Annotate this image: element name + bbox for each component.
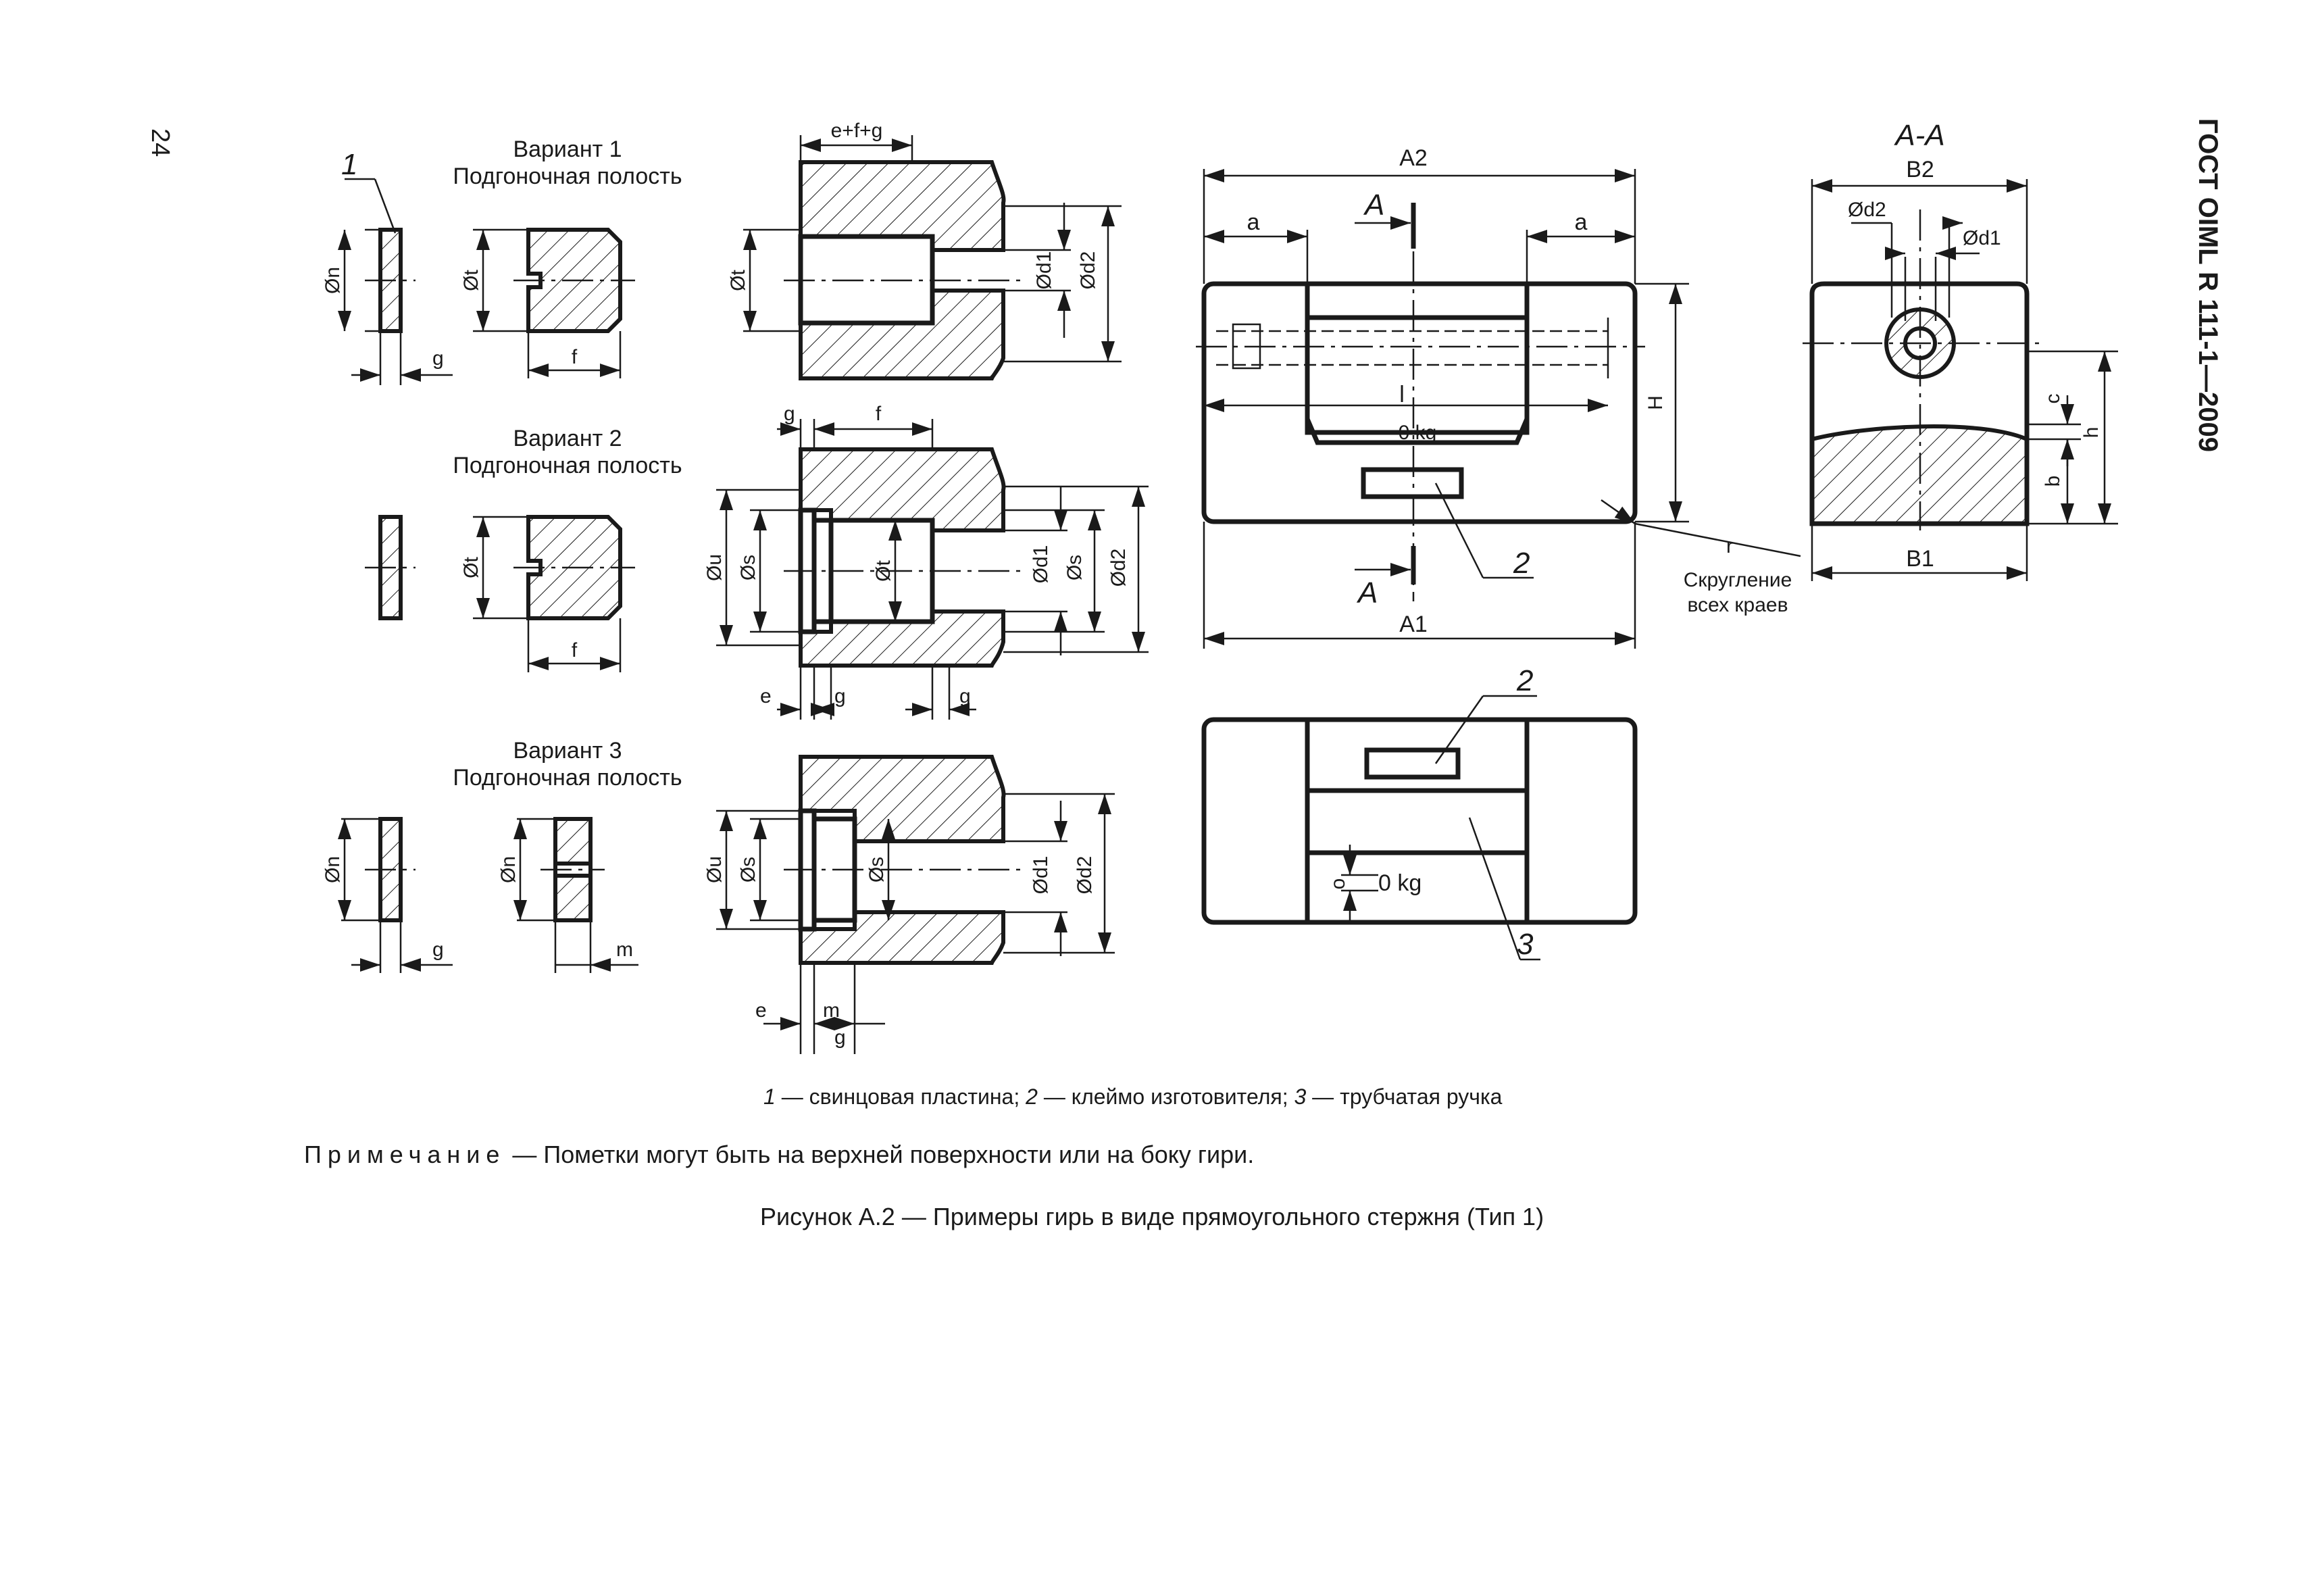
dim-l: l [1399, 382, 1405, 407]
dim-A1: A1 [1399, 612, 1428, 637]
dim-B1: B1 [1906, 546, 1934, 572]
dim-h-aa: h [2080, 427, 2103, 439]
dim-f-v2b: f [876, 403, 882, 425]
maker-mark-front [1361, 467, 1464, 499]
legend-t2: — клеймо изготовителя; [1037, 1084, 1294, 1109]
dim-s-v3b: Øs [865, 857, 888, 882]
body-section-bottom-v3 [799, 910, 1005, 965]
legend: 1 — свинцовая пластина; 2 — клеймо изгот… [763, 1084, 1502, 1109]
legend-t1: — свинцовая пластина; [775, 1084, 1026, 1109]
dim-B2: B2 [1906, 157, 1934, 182]
rounding-note-line1: Скругление [1684, 569, 1792, 591]
dim-n-v1a: Øn [322, 267, 344, 294]
dim-A2: A2 [1399, 145, 1428, 171]
dim-d2-v1: Ød2 [1077, 251, 1099, 290]
dim-d1-v1: Ød1 [1033, 251, 1055, 290]
body-section-top-v3 [799, 755, 1006, 843]
dim-m-v3b: m [823, 999, 840, 1022]
dim-efg: e+f+g [831, 120, 883, 142]
dim-g-v3a: g [432, 939, 444, 961]
body-section-bottom-v1 [799, 289, 1005, 380]
dim-a-right: a [1575, 209, 1588, 235]
variant-2-subtitle: Подгоночная полость [453, 453, 682, 478]
note-text: — Пометки могут быть на верхней поверхно… [505, 1141, 1255, 1168]
dim-t-v1a: Øt [460, 270, 482, 291]
dim-g-v2a: g [834, 685, 846, 707]
dim-t-v2a: Øt [460, 557, 482, 578]
maker-mark-top [1364, 747, 1461, 780]
variant-3-group: Вариант 3 Подгоночная полость Øn g Øn m … [322, 738, 1115, 1054]
legend-n3: 3 [1294, 1084, 1307, 1109]
dim-H: H [1644, 395, 1667, 410]
note: Примечание — Пометки могут быть на верхн… [304, 1141, 1254, 1169]
section-mark-top: A [1363, 189, 1384, 222]
rounding-note-line2: всех краев [1687, 594, 1788, 616]
front-view: A2 a a l 0 kg A A 2 H A1 [1196, 145, 1801, 649]
figure-caption: Рисунок А.2 — Примеры гирь в виде прямоу… [760, 1203, 1544, 1230]
dim-u-v3: Øu [703, 856, 726, 883]
dim-s-v2a: Øs [737, 555, 759, 580]
dim-s-v2b: Øs [1063, 555, 1086, 580]
dim-d1-aa: Ød1 [1963, 227, 2001, 249]
variant-2-group: Вариант 2 Подгоночная полость Øt f g f Ø… [365, 403, 1149, 720]
variant-1-subtitle: Подгоночная полость [453, 164, 682, 189]
callout-3: 3 [1517, 928, 1534, 961]
dim-b-aa: b [2042, 476, 2064, 487]
dim-t-v1b: Øt [727, 270, 749, 291]
section-a-a: A-A B2 Ød2 Ød1 h c b B1 [1803, 119, 2118, 581]
dim-e-v2: e [760, 685, 772, 707]
note-label: Примечание [304, 1141, 506, 1168]
variant-3-subtitle: Подгоночная полость [453, 765, 682, 791]
dim-d1-v3: Ød1 [1030, 856, 1052, 895]
dim-s-v3a: Øs [737, 857, 759, 882]
dim-d1-v2: Ød1 [1030, 545, 1052, 584]
dim-d2-v2: Ød2 [1107, 549, 1130, 587]
dim-a-left: a [1247, 209, 1260, 235]
variant-3-title: Вариант 3 [513, 738, 622, 764]
dim-c-aa: c [2042, 394, 2064, 404]
dim-n-v3b: Øn [497, 856, 520, 883]
dim-u-v2: Øu [703, 554, 726, 581]
legend-t3: — трубчатая ручка [1306, 1084, 1503, 1109]
dim-o: o [1327, 878, 1349, 890]
section-aa-title: A-A [1893, 119, 1944, 152]
weight-mark-top: 0 kg [1378, 870, 1422, 896]
variant-1-title: Вариант 1 [513, 136, 622, 162]
weight-mark-front: 0 kg [1399, 422, 1437, 444]
dim-e-v3: e [755, 999, 767, 1022]
top-view: 0 kg o 2 3 [1201, 664, 1638, 961]
dim-g-v3b: g [834, 1026, 846, 1049]
callout-2-front: 2 [1513, 547, 1530, 580]
dim-g-v2top: g [784, 403, 795, 425]
dim-g-v2b: g [959, 685, 971, 707]
dim-d2-aa: Ød2 [1848, 199, 1886, 221]
dim-t-v2b: Øt [872, 560, 895, 582]
dim-d2-v3: Ød2 [1074, 856, 1096, 895]
legend-n2: 2 [1026, 1084, 1038, 1109]
dim-f-v2a: f [572, 639, 578, 662]
weight-body-top [1201, 717, 1638, 925]
dim-m-v3a: m [616, 939, 633, 961]
dim-f-v1a: f [572, 346, 578, 368]
dim-n-v3a: Øn [322, 856, 344, 883]
section-mark-bottom: A [1356, 576, 1378, 609]
callout-1: 1 [341, 148, 357, 181]
variant-2-title: Вариант 2 [513, 426, 622, 451]
dim-r: r [1726, 535, 1733, 557]
legend-n1: 1 [763, 1084, 776, 1109]
variant-1-group: Вариант 1 Подгоночная полость Øn g 1 Øt … [322, 120, 1122, 385]
dim-g-v1a: g [432, 347, 444, 370]
callout-2-top: 2 [1516, 664, 1533, 697]
